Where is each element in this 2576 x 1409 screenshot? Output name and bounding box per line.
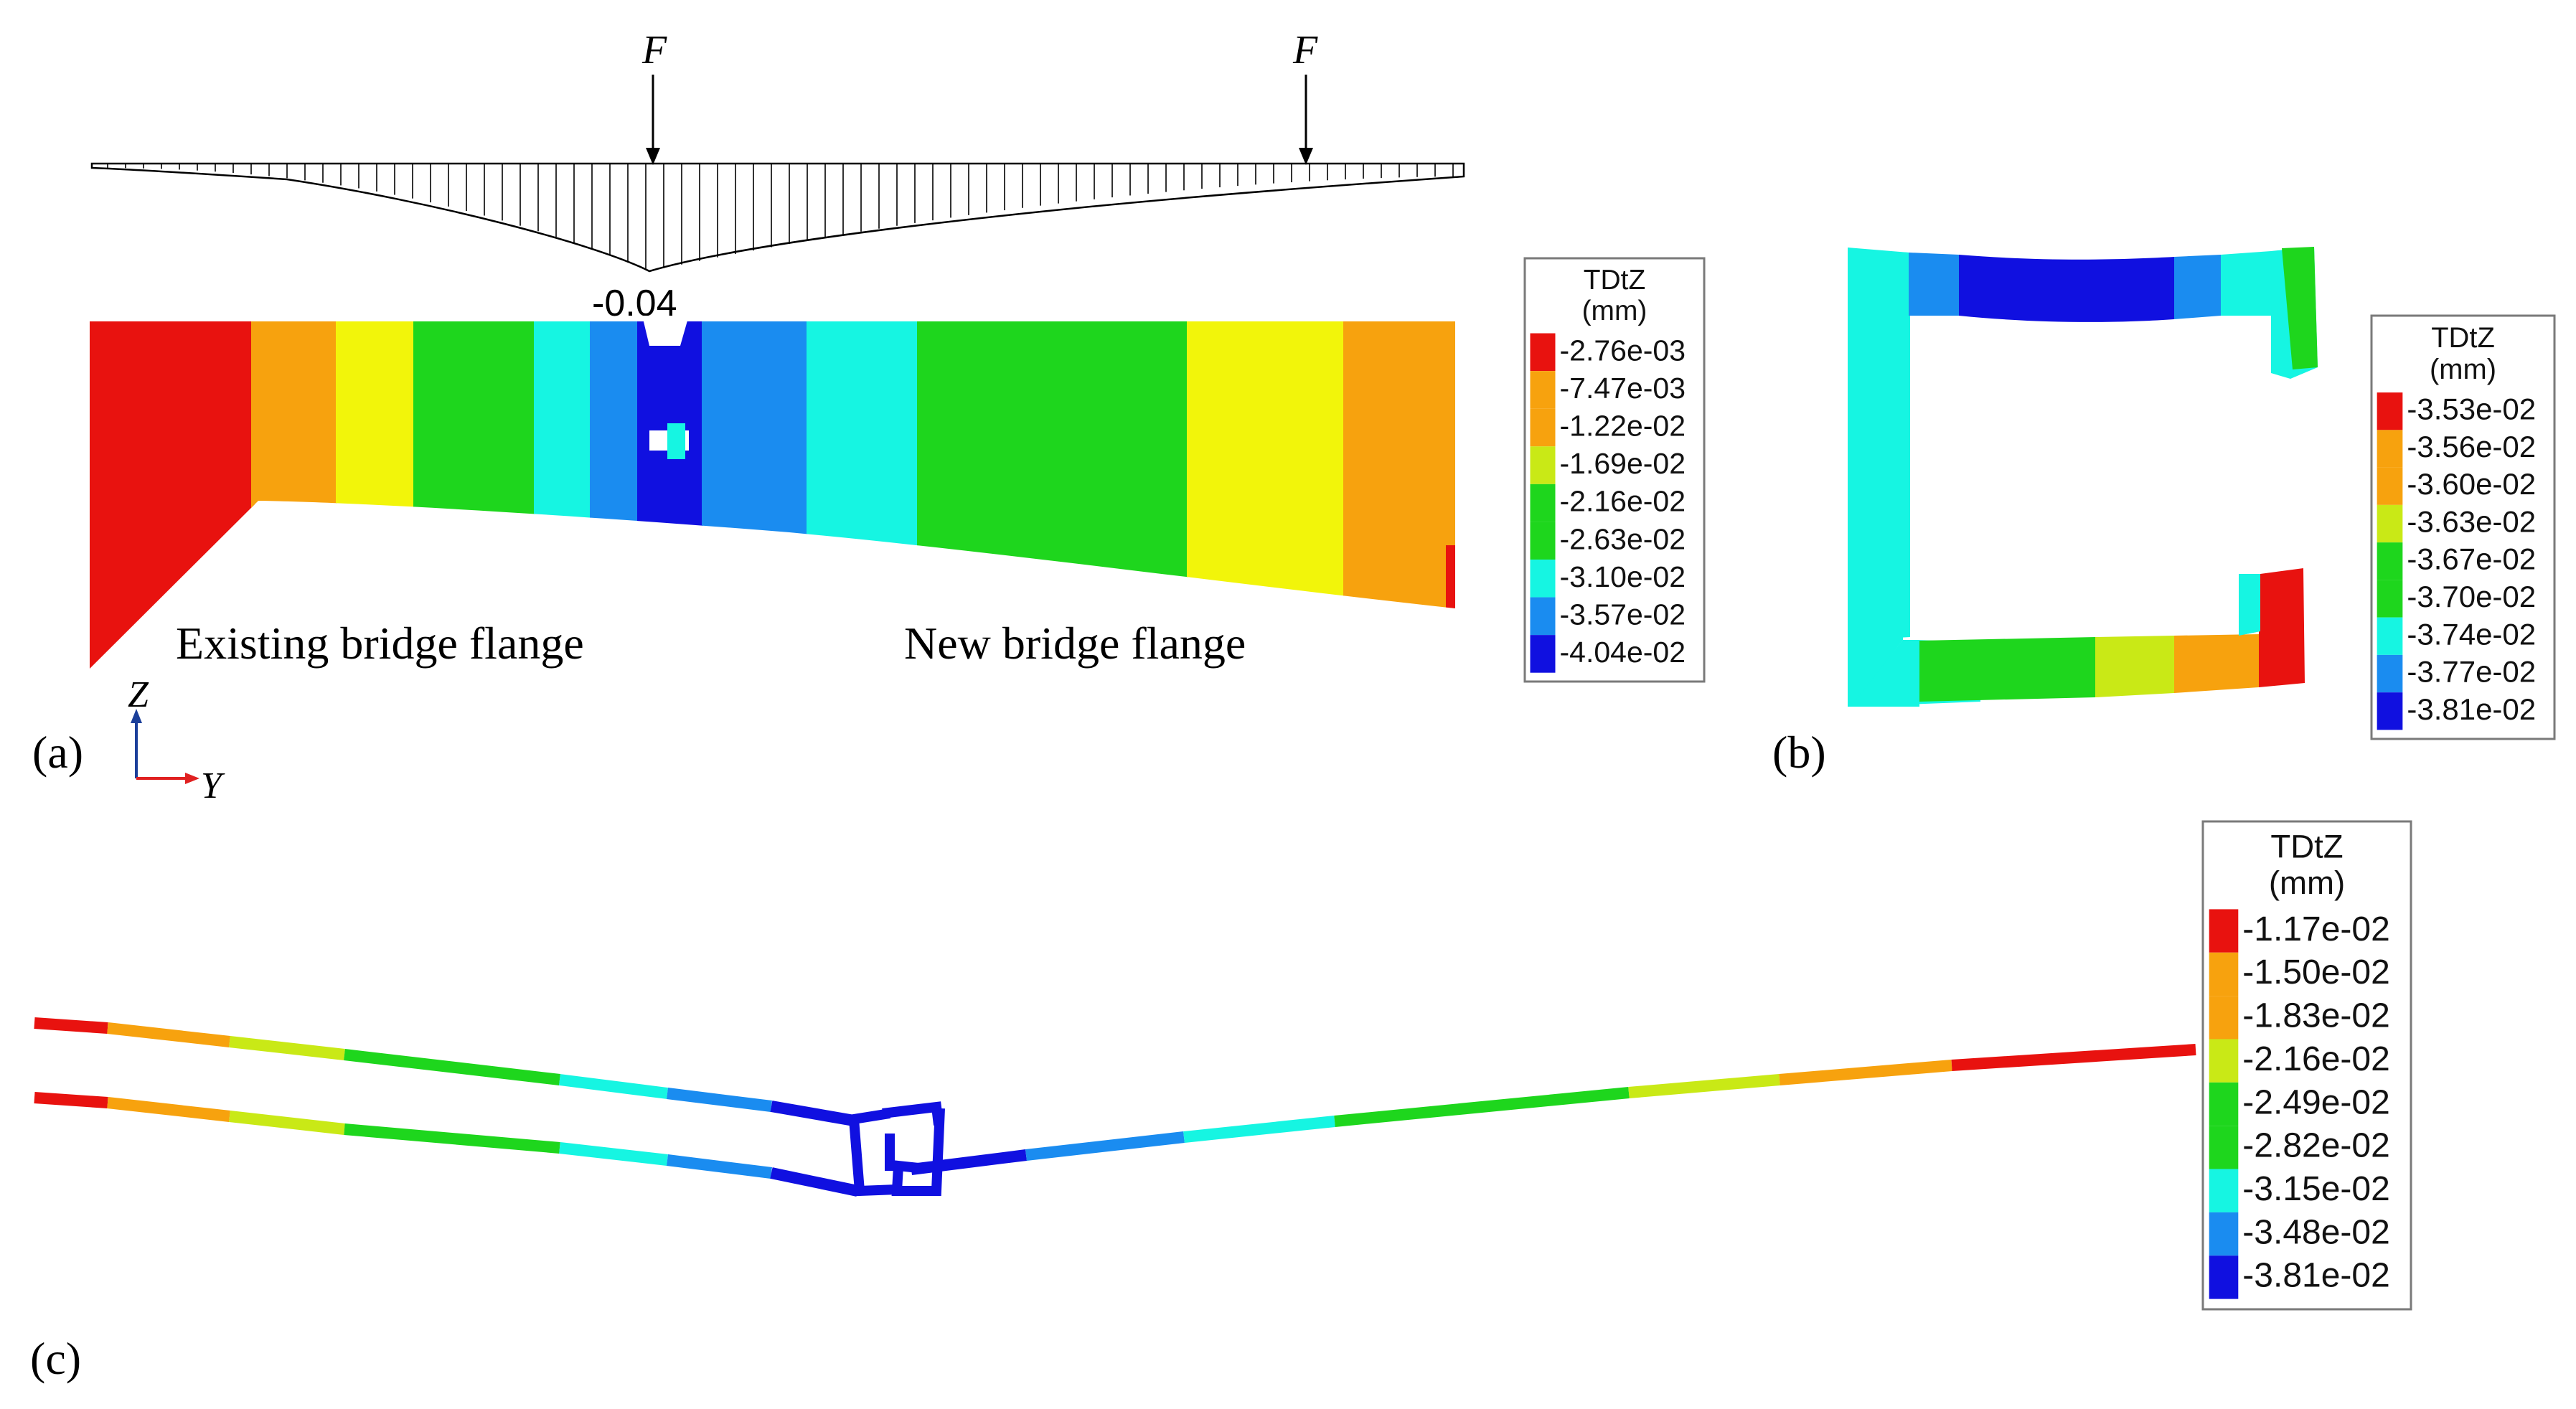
legend-label: -2.82e-02 bbox=[2242, 1127, 2389, 1165]
legend-swatch bbox=[2209, 1212, 2239, 1256]
panel-b: (b) bbox=[1772, 247, 2318, 778]
legend-title: TDtZ bbox=[2431, 322, 2495, 354]
legend-swatch bbox=[1530, 559, 1556, 598]
legend-swatch bbox=[2377, 392, 2403, 430]
legend-label: -3.81e-02 bbox=[2242, 1257, 2389, 1295]
legend-label: -3.60e-02 bbox=[2407, 467, 2536, 501]
legend-label: -3.56e-02 bbox=[2407, 430, 2536, 463]
legend-label: -3.10e-02 bbox=[1560, 560, 1686, 593]
legend-label: -3.57e-02 bbox=[1560, 598, 1686, 631]
legend-label: -1.22e-02 bbox=[1560, 410, 1686, 443]
legend-swatch bbox=[1530, 597, 1556, 636]
legend-swatch bbox=[1530, 371, 1556, 409]
legend-label: -3.70e-02 bbox=[2407, 580, 2536, 613]
axis-triad: Z Y bbox=[128, 674, 225, 806]
force-label-right: F bbox=[1292, 28, 1318, 72]
legend-label: -3.48e-02 bbox=[2242, 1213, 2389, 1251]
legend-label: -2.63e-02 bbox=[1560, 522, 1686, 555]
legend-label: -1.83e-02 bbox=[2242, 997, 2389, 1035]
panel-c: (c) bbox=[30, 1017, 2196, 1384]
panel-label-b: (b) bbox=[1772, 727, 1826, 778]
legend-swatch bbox=[1530, 333, 1556, 372]
legend-label: -3.81e-02 bbox=[2407, 692, 2536, 726]
legend-label: -2.49e-02 bbox=[2242, 1083, 2389, 1121]
legend-unit: (mm) bbox=[2269, 864, 2345, 901]
panel-a: F F -0.04 bbox=[32, 28, 1465, 806]
panel-label-a: (a) bbox=[32, 727, 83, 778]
legend-swatch bbox=[2209, 952, 2239, 996]
legend-b: TDtZ(mm) -3.53e-02 -3.56e-02 -3.60e-02-3.63… bbox=[2370, 314, 2556, 740]
deflection-curve bbox=[90, 162, 1465, 273]
new-flange-label: New bridge flange bbox=[904, 618, 1246, 669]
legend-swatch bbox=[2209, 1039, 2239, 1083]
legend-swatch bbox=[2209, 1255, 2239, 1299]
legend-swatch bbox=[1530, 635, 1556, 673]
legend-c: TDtZ(mm) -1.17e-02 -1.50e-02 -1.83e-02 -2.16… bbox=[2201, 820, 2412, 1311]
legend-label: -3.77e-02 bbox=[2407, 655, 2536, 689]
legend-swatch bbox=[1530, 446, 1556, 484]
legend-label: -3.74e-02 bbox=[2407, 617, 2536, 651]
legend-label: -2.16e-02 bbox=[1560, 485, 1686, 518]
legend-label: -2.76e-03 bbox=[1560, 334, 1686, 367]
legend-unit: (mm) bbox=[2430, 354, 2496, 385]
legend-title: TDtZ bbox=[1584, 265, 1646, 296]
legend-label: -3.53e-02 bbox=[2407, 392, 2536, 426]
deflection-ordinates bbox=[107, 164, 1454, 270]
legend-label: -3.67e-02 bbox=[2407, 542, 2536, 576]
legend-swatch bbox=[2377, 467, 2403, 505]
panel-label-c: (c) bbox=[30, 1333, 81, 1384]
legend-label: -2.16e-02 bbox=[2242, 1040, 2389, 1078]
legend-swatch bbox=[2209, 996, 2239, 1040]
axis-y-label: Y bbox=[201, 765, 225, 806]
legend-swatch bbox=[1530, 484, 1556, 522]
legend-swatch bbox=[2377, 580, 2403, 618]
legend-swatch bbox=[2377, 692, 2403, 730]
existing-flange-label: Existing bridge flange bbox=[176, 618, 584, 669]
legend-swatch bbox=[2209, 1126, 2239, 1169]
legend-label: -3.15e-02 bbox=[2242, 1170, 2389, 1208]
legend-label: -1.17e-02 bbox=[2242, 910, 2389, 948]
deflection-diagram bbox=[90, 162, 1465, 273]
axis-z-label: Z bbox=[128, 674, 149, 715]
legend-swatch bbox=[2377, 542, 2403, 580]
legend-swatch bbox=[2377, 617, 2403, 655]
legend-swatch bbox=[2377, 504, 2403, 543]
legend-unit: (mm) bbox=[1582, 296, 1647, 326]
legend-label: -1.50e-02 bbox=[2242, 953, 2389, 991]
legend-label: -1.69e-02 bbox=[1560, 447, 1686, 480]
legend-swatch bbox=[2209, 1169, 2239, 1212]
force-arrow-right: F bbox=[1292, 28, 1318, 165]
legend-a: TDtZ(mm) -2.76e-03 -7.47e-03 -1.22e-02 -1.69… bbox=[1523, 257, 1706, 683]
legend-title: TDtZ bbox=[2270, 828, 2343, 864]
legend-label: -3.63e-02 bbox=[2407, 504, 2536, 538]
force-label-left: F bbox=[641, 28, 667, 72]
legend-swatch bbox=[1530, 522, 1556, 560]
force-arrow-left: F bbox=[641, 28, 667, 165]
legend-swatch bbox=[2377, 654, 2403, 693]
legend-label: -7.47e-03 bbox=[1560, 372, 1686, 405]
legend-swatch bbox=[2209, 909, 2239, 953]
legend-label: -4.04e-02 bbox=[1560, 636, 1686, 669]
legend-swatch bbox=[2377, 430, 2403, 468]
legend-swatch bbox=[1530, 408, 1556, 447]
legend-swatch bbox=[2209, 1082, 2239, 1126]
